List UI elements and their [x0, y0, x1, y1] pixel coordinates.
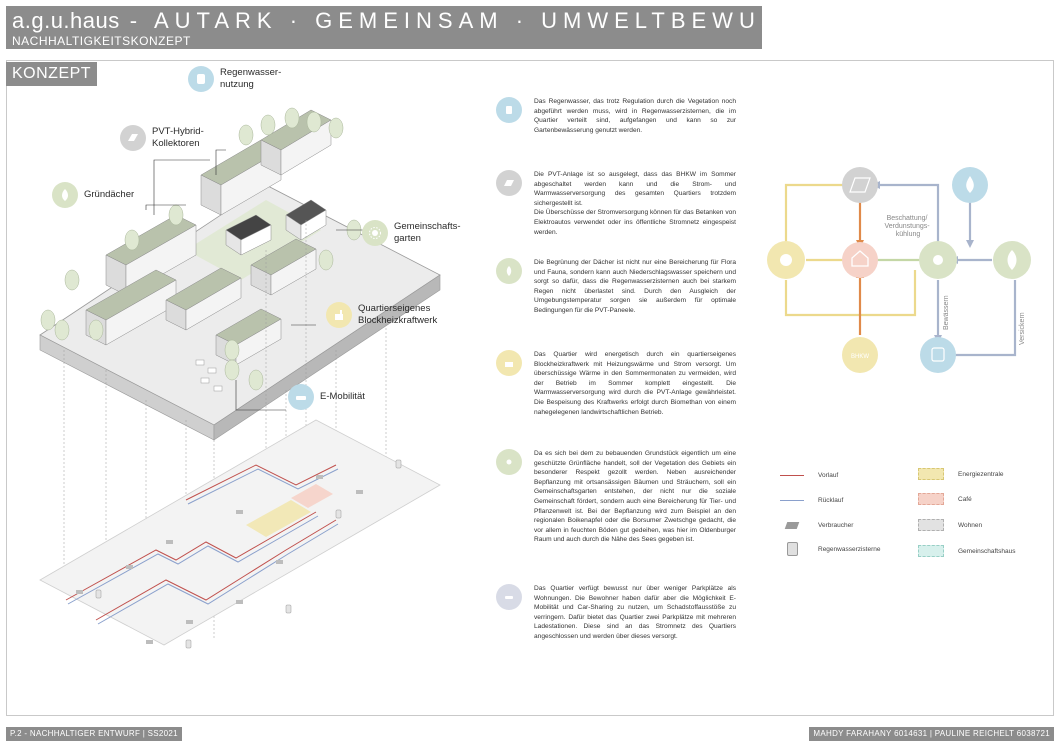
footer-authors: MAHDY FARAHANY 6014631 | PAULINE REICHEL…: [809, 727, 1054, 741]
parking-lots: [195, 359, 223, 392]
callout-label: PVT-Hybrid- Kollektoren: [152, 126, 204, 149]
diagram-node-pvt: [842, 167, 878, 203]
legend-cafe: Café: [918, 493, 972, 505]
trees: [40, 107, 362, 391]
rainwater-icon: [966, 176, 974, 193]
text-block-body: Da es sich bei dem zu bebauenden Grundst…: [534, 450, 736, 544]
callout-regenwassernutzung: Regenwasser- nutzung: [188, 66, 281, 92]
energy-cycle-diagram: BHKW Beschattung/ Verdunstungs- kühlung …: [767, 167, 1031, 373]
label-versickern: Versickern: [1019, 312, 1026, 345]
label-beschattung-1: Beschattung/: [887, 215, 928, 222]
tagline: - AUTARK · GEMEINSAM · UMWELTBEWUSST: [129, 8, 822, 33]
callout-label: Regenwasser- nutzung: [220, 67, 282, 90]
callout-leaders: [145, 149, 366, 411]
legend: Vorlauf Energiezentrale Rücklauf Café Ve…: [780, 466, 1040, 566]
legend-wohnen: Wohnen: [918, 519, 982, 531]
flower-icon: [933, 255, 943, 265]
legend-vorlauf: Vorlauf: [780, 472, 838, 479]
arrow-seep-to-tank: [955, 280, 1017, 357]
flower-icon: [496, 449, 522, 475]
cistern-markers: [95, 459, 402, 649]
title-bar: a.g.u.haus- AUTARK · GEMEINSAM · UMWELTB…: [6, 6, 816, 49]
callout-gruendaecher: Gründächer: [52, 182, 134, 208]
house-icon: [851, 250, 869, 267]
callout-pvt: PVT-Hybrid- Kollektoren: [120, 125, 204, 151]
arrow-sun-to-bhkw-line: [784, 270, 917, 317]
text-block-gruendaecher: Die Begrünung der Dächer ist nicht nur e…: [496, 258, 736, 316]
text-block-body: Das Quartier wird energetisch durch ein …: [534, 351, 736, 416]
label-bewaessern: Bewässern: [943, 295, 950, 330]
diagram-node-tank: [920, 337, 956, 373]
leaf-icon: [496, 258, 522, 284]
brand-name: a.g.u.haus: [12, 8, 120, 33]
diagram-node-house: [842, 242, 878, 278]
text-block-bhkw: Das Quartier wird energetisch durch ein …: [496, 350, 736, 417]
diagram-node-bhkw: [842, 337, 878, 373]
site-plan-layer: [39, 419, 441, 646]
text-block-body: Das Quartier verfügt bewusst nur über we…: [534, 585, 736, 640]
callout-emobilitaet: E-Mobilität: [288, 384, 365, 410]
page-subtitle: NACHHALTIGKEITSKONZEPT: [12, 34, 191, 48]
text-block-pvt: Die PVT-Anlage ist so ausgelegt, dass da…: [496, 170, 736, 237]
power-plant-icon: [496, 350, 522, 376]
axonometric-site-illustration: [39, 107, 441, 649]
legend-gemeinschaftshaus: Gemeinschaftshaus: [918, 545, 1015, 557]
solar-panel-icon: [849, 177, 871, 193]
callout-gemeinschaftsgarten: Gemeinschafts- garten: [362, 220, 461, 246]
solar-panel-icon: [496, 170, 522, 196]
text-block-rainwater: Das Regenwasser, das trotz Regulation du…: [496, 97, 736, 135]
text-block-body: Die Begrünung der Dächer ist nicht nur e…: [534, 259, 736, 314]
flower-icon: [362, 220, 388, 246]
legend-energiezentrale: Energiezentrale: [918, 468, 1004, 480]
page-title: a.g.u.haus - AUTARK · GEMEINSAM · UMWELTB…: [12, 8, 822, 34]
section-label: KONZEPT: [6, 62, 98, 86]
callout-bhkw: Quartierseigenes Blockheizkraftwerk: [326, 302, 437, 328]
arrow-greenroof-to-pvt: [880, 183, 940, 245]
callout-label: Gründächer: [84, 189, 135, 200]
bhkw-icon: BHKW: [851, 354, 869, 360]
callout-label: E-Mobilität: [320, 391, 365, 402]
solar-panel-icon: [120, 125, 146, 151]
power-plant-icon: [326, 302, 352, 328]
cistern-icon: [780, 542, 804, 556]
text-block-body: Die PVT-Anlage ist so ausgelegt, dass da…: [534, 171, 736, 236]
leaf-icon: [52, 182, 78, 208]
sun-icon: [780, 254, 792, 266]
text-block-emobilitaet: Das Quartier verfügt bewusst nur über we…: [496, 584, 736, 642]
content-frame: [6, 60, 1054, 716]
leaf-icon: [1007, 250, 1017, 270]
legend-regenwasserzisterne: Regenwasserzisterne: [780, 542, 881, 556]
legend-ruecklauf: Rücklauf: [780, 497, 843, 504]
water-tank-icon: [496, 97, 522, 123]
arrow-sun-to-pvt: [784, 183, 850, 260]
footer-course: P.2 - NACHHALTIGER ENTWURF | SS2021: [6, 727, 182, 741]
callout-label: Gemeinschafts- garten: [394, 221, 461, 244]
consumer-markers: [76, 475, 363, 644]
text-block-body: Das Regenwasser, das trotz Regulation du…: [534, 98, 736, 134]
text-block-garten: Da es sich bei dem zu bebauenden Grundst…: [496, 449, 736, 545]
label-beschattung-2: Verdunstungs-: [884, 223, 930, 230]
legend-verbraucher: Verbraucher: [780, 520, 853, 530]
label-beschattung: Beschattung/ Verdunstungs- kühlung: [884, 215, 931, 238]
electric-car-icon: [496, 584, 522, 610]
label-beschattung-3: kühlung: [896, 231, 921, 238]
electric-car-icon: [288, 384, 314, 410]
water-tank-icon: [931, 347, 945, 362]
callout-label: Quartierseigenes Blockheizkraftwerk: [358, 303, 438, 326]
consumer-icon: [780, 520, 804, 530]
rainwater-icon: [188, 66, 214, 92]
